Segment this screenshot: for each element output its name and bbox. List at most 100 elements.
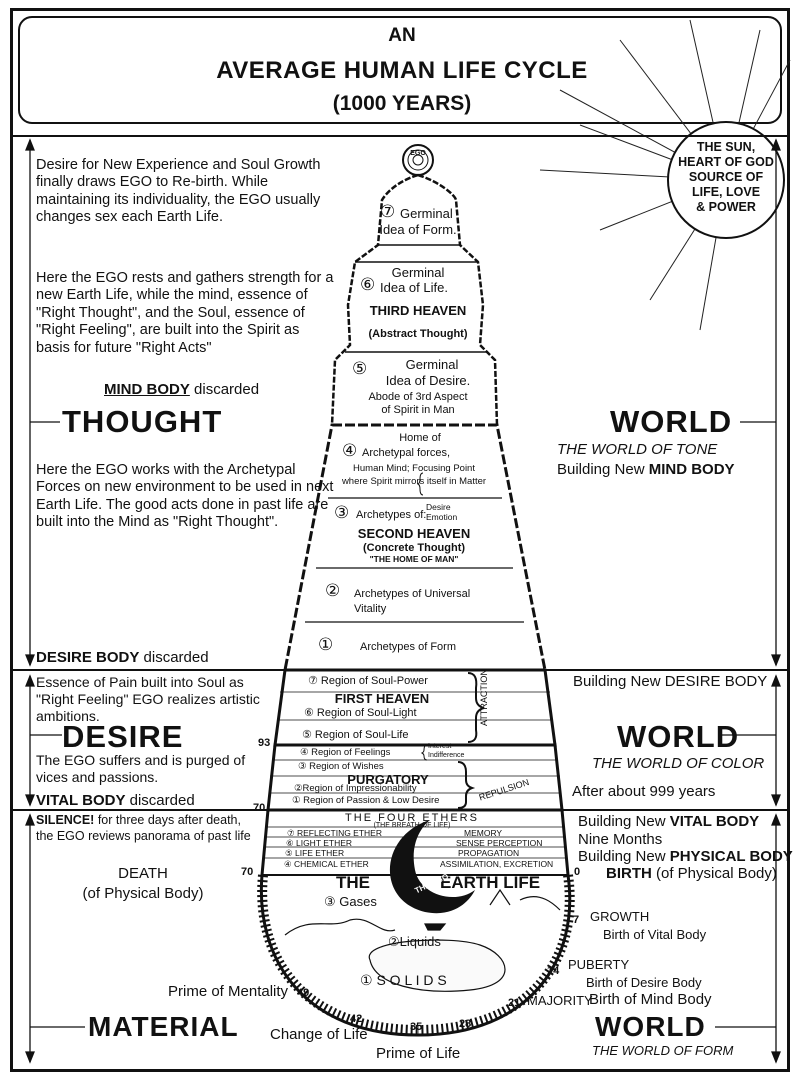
ego-label: EGO (410, 150, 426, 157)
region4-line3: Human Mind; Focusing Point (353, 463, 475, 474)
region2-line2: Vitality (354, 603, 387, 615)
region3-emotion: Emotion (426, 512, 458, 522)
ether6-function: SENSE PERCEPTION (456, 838, 543, 848)
puberty-label: PUBERTY (568, 957, 630, 972)
region4-line1: Home of (399, 432, 441, 444)
desire-region4: ④ Region of Feelings (300, 747, 391, 758)
home-of-man: "THE HOME OF MAN" (369, 554, 459, 564)
ether6: ⑥ LIGHT ETHER (286, 838, 353, 848)
region2-num: ② (325, 581, 341, 600)
majority-label: MAJORITY (527, 993, 593, 1008)
four-ethers-label: THE FOUR ETHERS (345, 812, 479, 824)
region5-num: ⑤ (352, 359, 368, 378)
age-70a: 70 (253, 802, 266, 814)
concrete-thought: (Concrete Thought) (362, 542, 466, 554)
building-vital-body: Building New VITAL BODY (578, 813, 760, 830)
title-line1: AN (388, 25, 416, 46)
region2-line1: Archetypes of Universal (354, 588, 471, 600)
sun-line3: SOURCE OF (688, 170, 764, 184)
material-label: MATERIAL (88, 1011, 239, 1042)
desire-label: DESIRE (62, 719, 184, 754)
third-heaven-label: THIRD HEAVEN (369, 303, 467, 318)
desire-region1: ① Region of Passion & Low Desire (292, 795, 440, 806)
purgatory-label: PURGATORY (347, 772, 429, 787)
sun-line1: THE SUN, (696, 140, 756, 154)
region6-line2: Idea of Life. (380, 280, 448, 295)
first-heaven-label: FIRST HEAVEN (334, 691, 430, 706)
world-tone-label: WORLD (610, 404, 733, 439)
earth-life-label: EARTH LIFE (440, 873, 541, 892)
title-box: AN AVERAGE HUMAN LIFE CYCLE (1000 YEARS) (18, 16, 782, 124)
growth-label: GROWTH (590, 909, 650, 924)
title-line2: AVERAGE HUMAN LIFE CYCLE (216, 57, 588, 84)
world-of-tone: THE WORLD OF TONE (557, 441, 718, 458)
region6-line1: Germinal (391, 265, 445, 280)
age-93: 93 (258, 737, 271, 749)
landscape-icon (284, 888, 561, 992)
second-heaven-outline (283, 423, 547, 672)
thought-label: THOUGHT (62, 404, 223, 439)
birth-mind-body: Birth of Mind Body (589, 991, 712, 1008)
sun-line2: HEART OF GOD (678, 155, 774, 169)
left-paragraph-2: Here the EGO rests and gathers strength … (36, 270, 334, 356)
region7-num: ⑦ (380, 202, 396, 221)
desire-region7: ⑦ Region of Soul-Power (308, 675, 428, 687)
region5-line3: Abode of 3rd Aspect (368, 391, 468, 403)
region7-line2: Idea of Form. (379, 222, 457, 237)
age-35: 35 (410, 1021, 423, 1033)
ego-spiral-icon (402, 144, 434, 176)
desire-region2: ②Region of Impressionability (294, 783, 417, 794)
age-28: 28 (459, 1018, 472, 1030)
left-paragraph-1: Desire for New Experience and Soul Growt… (36, 157, 321, 226)
age-0: 0 (574, 866, 581, 878)
age-14: 14 (547, 965, 560, 977)
desire-body-discarded: DESIRE BODY discarded (36, 649, 209, 666)
indifference-label: Indifference (428, 752, 465, 759)
change-of-life: Change of Life (270, 1026, 368, 1043)
vital-body-discarded: VITAL BODY discarded (36, 792, 195, 809)
ether5-function: PROPAGATION (458, 848, 520, 858)
ether7-function: MEMORY (464, 828, 503, 838)
ether5: ⑤ LIFE ETHER (285, 848, 345, 858)
world-of-color: THE WORLD OF COLOR (592, 755, 765, 772)
desire-region6: ⑥ Region of Soul-Light (304, 707, 417, 719)
silence-line2: the EGO reviews panorama of past life (36, 829, 251, 843)
after-999-years: After about 999 years (572, 783, 716, 800)
death-sub: (of Physical Body) (82, 885, 204, 902)
region5-line4: of Spirit in Man (381, 404, 455, 416)
nine-months: Nine Months (578, 831, 663, 848)
region3-line1: Archetypes of: (356, 509, 427, 521)
birth-label: BIRTH (of Physical Body) (606, 865, 777, 882)
left-paragraph-5: The EGO suffers and is purged of vices a… (36, 752, 246, 785)
region5-line2: Idea of Desire. (385, 373, 471, 388)
region6-num: ⑥ (360, 275, 376, 294)
region7-line1: Germinal (400, 206, 453, 221)
region5-line1: Germinal (405, 357, 459, 372)
prime-of-life: Prime of Life (376, 1045, 461, 1062)
world-form-label: WORLD (595, 1011, 706, 1042)
birth-desire-body: Birth of Desire Body (586, 975, 702, 990)
second-heaven-label: SECOND HEAVEN (357, 526, 471, 541)
liquids-label: ②Liquids (388, 934, 441, 949)
building-mind-body: Building New MIND BODY (557, 461, 735, 478)
title-line3: (1000 YEARS) (332, 92, 472, 115)
silence-line1: SILENCE! for three days after death, (36, 813, 241, 827)
region4-num: ④ (342, 441, 358, 460)
world-color-label: WORLD (617, 719, 740, 754)
desire-region3: ③ Region of Wishes (298, 761, 384, 772)
death-label: DEATH (118, 865, 168, 882)
region3-desire: Desire (426, 502, 451, 512)
outer-frame (10, 8, 790, 1072)
desire-region5: ⑤ Region of Soul-Life (302, 729, 409, 741)
moon-icon (389, 820, 475, 914)
ether4-function: ASSIMILATION, EXCRETION (440, 859, 554, 869)
building-desire-body: Building New DESIRE BODY (573, 673, 768, 690)
region3-num: ③ (334, 503, 350, 522)
age-70b: 70 (241, 866, 254, 878)
prime-mentality: Prime of Mentality (168, 983, 289, 1000)
abstract-thought: (Abstract Thought) (368, 328, 468, 340)
age-42: 42 (350, 1013, 363, 1025)
age-21: 21 (508, 997, 521, 1009)
gases-label: ③ Gases (324, 894, 377, 909)
